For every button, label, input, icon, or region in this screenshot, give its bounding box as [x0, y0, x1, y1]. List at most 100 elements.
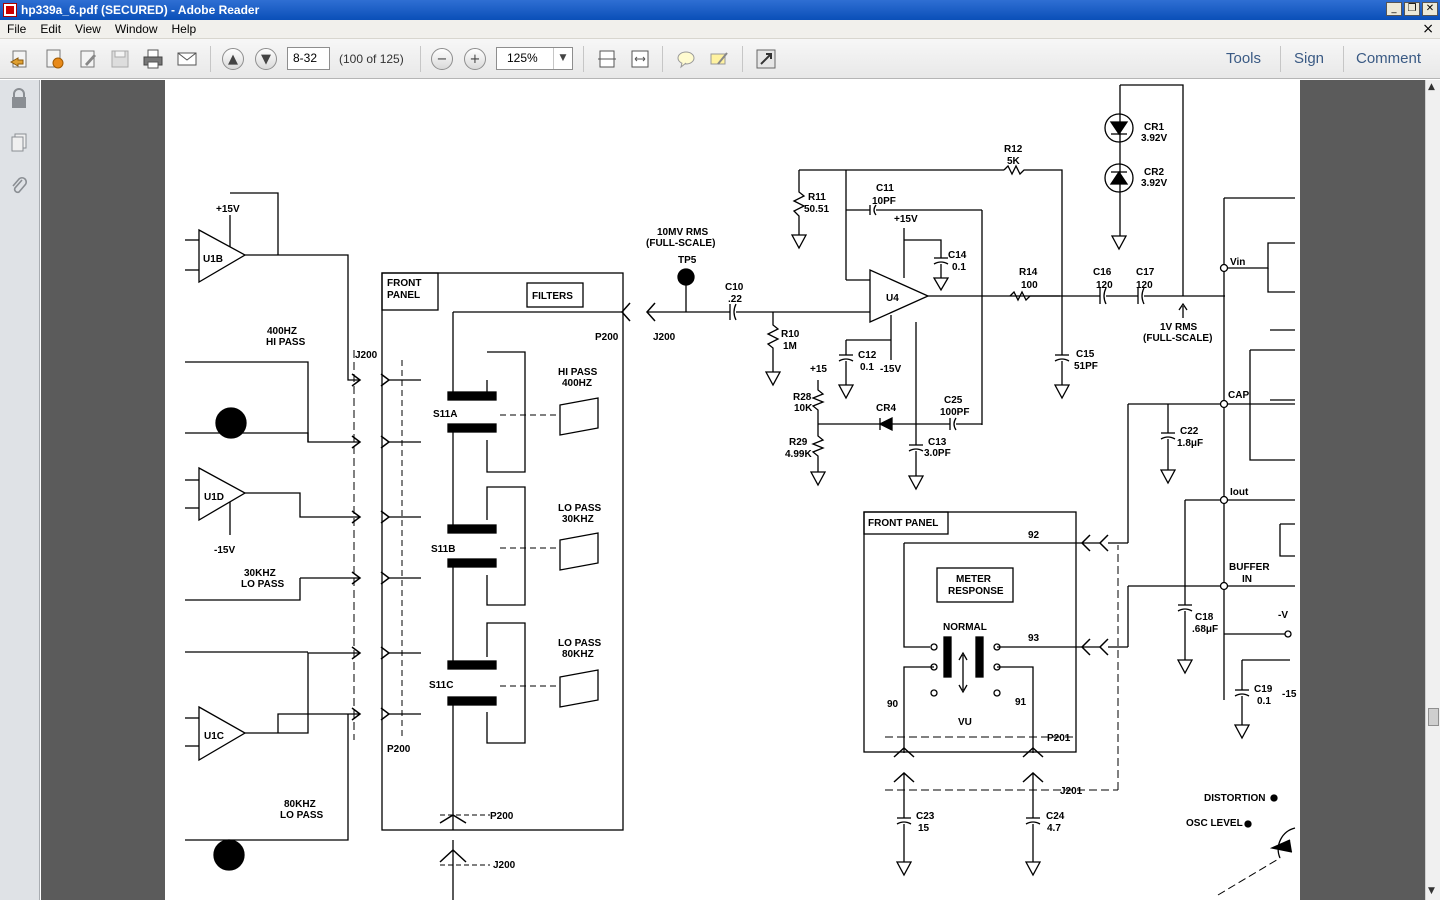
label-cr2v: 3.92V: [1141, 178, 1167, 189]
highlight-icon[interactable]: [707, 47, 731, 71]
next-page-icon[interactable]: ▼: [255, 48, 277, 70]
label-lp-pass2: LO PASS: [280, 810, 323, 821]
page-number-input[interactable]: 8-32: [287, 47, 330, 70]
label-p15: +15: [810, 364, 827, 375]
sticky-note-icon[interactable]: [674, 47, 698, 71]
create-pdf-icon[interactable]: [42, 47, 66, 71]
email-icon[interactable]: [175, 47, 199, 71]
previous-page-icon[interactable]: ▲: [222, 48, 244, 70]
tools-button[interactable]: Tools: [1226, 50, 1262, 67]
label-r10: R10: [781, 329, 800, 340]
sign-button[interactable]: Sign: [1294, 50, 1325, 67]
label-vin: Vin: [1230, 257, 1245, 268]
label-n90: 90: [887, 699, 899, 710]
label-10mv: 10MV RMS: [657, 227, 708, 238]
label-cr4: CR4: [876, 403, 896, 414]
menu-edit[interactable]: Edit: [40, 22, 62, 36]
comment-button[interactable]: Comment: [1356, 50, 1422, 67]
schematic-labels: U1B +15V 400HZ HI PASS U1D -15V 30KHZ LO…: [203, 122, 1297, 871]
scroll-down-icon[interactable]: ▼: [1428, 886, 1435, 896]
label-c25: C25: [944, 395, 963, 406]
close-window-button[interactable]: ✕: [1422, 2, 1438, 16]
label-c18v: .68μF: [1192, 624, 1218, 635]
label-u4: U4: [886, 293, 899, 304]
label-c24: C24: [1046, 811, 1065, 822]
label-p201: P201: [1047, 733, 1071, 744]
label-c14v: 0.1: [952, 262, 966, 273]
label-u1b: U1B: [203, 254, 223, 265]
menu-window[interactable]: Window: [114, 22, 158, 36]
menu-help[interactable]: Help: [171, 22, 197, 36]
attachments-icon[interactable]: [9, 175, 29, 195]
menu-file[interactable]: File: [7, 22, 27, 36]
label-1v: 1V RMS: [1160, 322, 1198, 333]
label-n92: 92: [1028, 530, 1040, 541]
save-icon[interactable]: [108, 47, 132, 71]
pdf-page[interactable]: U1B +15V 400HZ HI PASS U1D -15V 30KHZ LO…: [165, 80, 1300, 900]
label-p15v-b: +15V: [894, 214, 918, 225]
label-c14: C14: [948, 250, 967, 261]
label-j200-c: J200: [493, 860, 516, 871]
label-cr1v: 3.92V: [1141, 133, 1167, 144]
label-normal: NORMAL: [943, 622, 987, 633]
label-distortion: DISTORTION: [1204, 793, 1265, 804]
label-iout: Iout: [1230, 487, 1249, 498]
label-c15v: 51PF: [1074, 361, 1098, 372]
title-bar: hp339a_6.pdf (SECURED) - Adobe Reader _ …: [0, 0, 1440, 20]
zoom-in-icon[interactable]: +: [464, 48, 486, 70]
restore-button[interactable]: ❐: [1404, 2, 1420, 16]
pages-icon[interactable]: [9, 132, 29, 152]
label-c10v: .22: [728, 294, 742, 305]
label-vu: VU: [958, 717, 972, 728]
label-c23: C23: [916, 811, 935, 822]
label-hp-pass: HI PASS: [266, 337, 306, 348]
scrollbar-thumb[interactable]: [1428, 708, 1439, 726]
zoom-select[interactable]: 125% ▼: [496, 47, 573, 70]
zoom-out-icon[interactable]: −: [431, 48, 453, 70]
label-lp30: 30KHZ: [244, 568, 276, 579]
label-s11a: S11A: [433, 409, 457, 420]
chevron-down-icon[interactable]: ▼: [553, 48, 572, 69]
label-r12: R12: [1004, 144, 1023, 155]
lock-icon[interactable]: [9, 88, 29, 108]
label-j200-b: J200: [653, 332, 676, 343]
fit-page-icon[interactable]: [595, 47, 619, 71]
minimize-button[interactable]: _: [1386, 2, 1402, 16]
open-file-icon[interactable]: [8, 47, 32, 71]
label-p200-a: P200: [595, 332, 619, 343]
zoom-value[interactable]: 125%: [507, 51, 538, 65]
label-c16v: 120: [1096, 280, 1113, 291]
toolbar: ▲ ▼ − + Tools Sign Comment: [0, 39, 1440, 79]
label-u1d: U1D: [204, 492, 224, 503]
label-c24v: 4.7: [1047, 823, 1061, 834]
label-p15v-a: +15V: [216, 204, 240, 215]
label-m15v-a: -15V: [214, 545, 235, 556]
scroll-up-icon[interactable]: ▲: [1428, 82, 1435, 92]
label-cr1: CR1: [1144, 122, 1164, 133]
print-icon[interactable]: [141, 47, 165, 71]
label-khz80: 80KHZ: [562, 649, 594, 660]
label-khz30: 30KHZ: [562, 514, 594, 525]
expand-icon[interactable]: [754, 47, 778, 71]
label-hipass: HI PASS: [558, 367, 598, 378]
label-c15: C15: [1076, 349, 1095, 360]
label-c23v: 15: [918, 823, 930, 834]
label-j200-a: J200: [355, 350, 378, 361]
adobe-reader-icon: [3, 3, 17, 17]
label-c22: C22: [1180, 426, 1199, 437]
label-c13: C13: [928, 437, 947, 448]
edit-pdf-icon[interactable]: [76, 47, 100, 71]
close-document-button[interactable]: ×: [1422, 21, 1434, 37]
label-c12v: 0.1: [860, 362, 874, 373]
label-j201: J201: [1060, 786, 1083, 797]
fit-width-icon[interactable]: [628, 47, 652, 71]
label-response: RESPONSE: [948, 586, 1004, 597]
label-c18: C18: [1195, 612, 1214, 623]
label-osclevel: OSC LEVEL: [1186, 818, 1243, 829]
label-fullscale2: (FULL-SCALE): [1143, 333, 1212, 344]
vertical-scrollbar[interactable]: ▲ ▼: [1425, 80, 1440, 900]
label-buffer: BUFFER: [1229, 562, 1270, 573]
label-m15-r: -15: [1282, 689, 1297, 700]
label-r11: R11: [808, 192, 826, 203]
menu-view[interactable]: View: [75, 22, 101, 36]
